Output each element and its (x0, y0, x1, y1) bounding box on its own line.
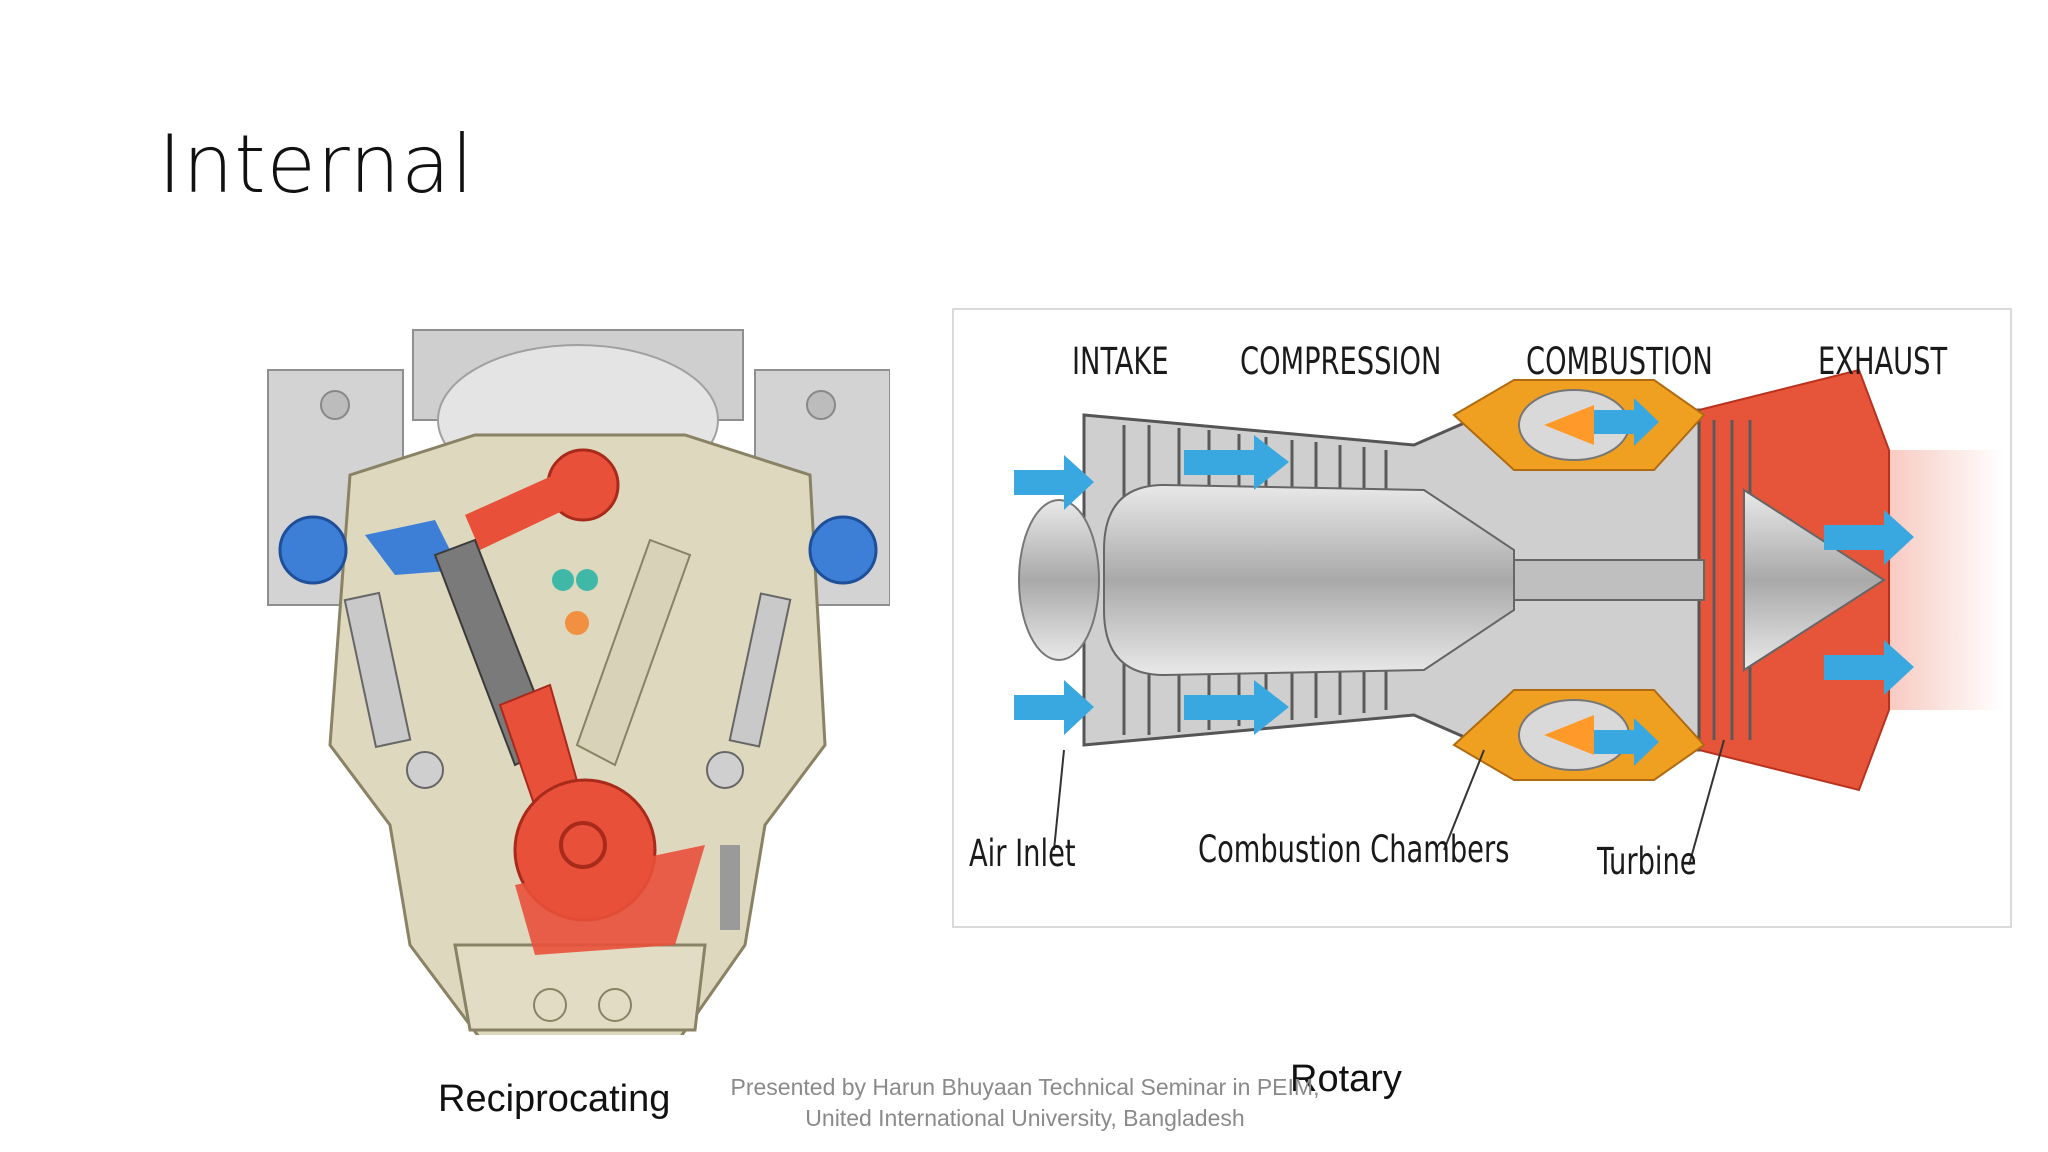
stage-label-intake: INTAKE (1072, 340, 1169, 383)
slide-title: Internal (158, 118, 475, 211)
footer-line-2: United International University, Banglad… (805, 1105, 1245, 1131)
slide-footer: Presented by Harun Bhuyaan Technical Sem… (700, 1072, 1350, 1134)
part-label-turbine: Turbine (1597, 840, 1697, 883)
footer-line-1: Presented by Harun Bhuyaan Technical Sem… (730, 1074, 1320, 1100)
stage-label-compression: COMPRESSION (1240, 340, 1442, 383)
stage-label-exhaust: EXHAUST (1818, 340, 1948, 383)
part-label-air-inlet: Air Inlet (969, 832, 1076, 875)
caption-rotary: Rotary (1290, 1058, 1402, 1100)
rotary-engine-diagram: INTAKE COMPRESSION COMBUSTION EXHAUST Ai… (952, 308, 2012, 928)
stage-label-combustion: COMBUSTION (1526, 340, 1713, 383)
reciprocating-engine-diagram (265, 325, 890, 1035)
caption-reciprocating: Reciprocating (438, 1078, 671, 1120)
part-label-combustion-chambers: Combustion Chambers (1198, 828, 1510, 871)
